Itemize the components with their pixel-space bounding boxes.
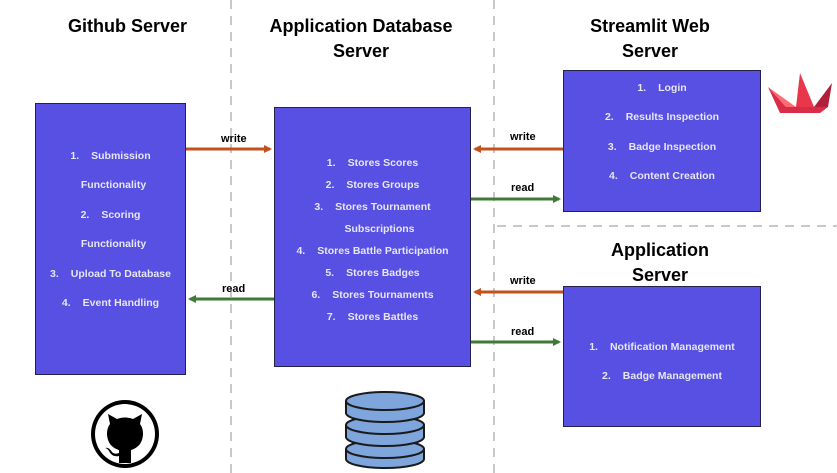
item-text: Event Handling — [82, 297, 160, 309]
label-streamlit-to-db: write — [510, 131, 536, 143]
label-db-to-app: read — [511, 326, 535, 338]
item-continuation: Subscriptions — [344, 223, 415, 235]
github-octocat-icon — [91, 400, 159, 468]
label-github-to-db: write — [221, 133, 247, 145]
item-number: 4. — [61, 297, 71, 309]
github-server-title: Github Server — [67, 16, 188, 36]
streamlit-crown-icon — [768, 73, 832, 113]
item-text: Stores Battles — [347, 311, 419, 323]
item-text: Stores Groups — [346, 179, 420, 191]
github-server-box: 1. Submission Functionality 2. Scoring Fun… — [35, 103, 186, 375]
item-number: 7. — [326, 311, 336, 323]
item-text: Login — [658, 82, 687, 94]
item-text: Scoring — [101, 209, 141, 221]
item-number: 3. — [50, 268, 59, 280]
item-text: Stores Scores — [347, 157, 419, 169]
item-text: Results Inspection — [625, 111, 720, 123]
database-server-title: Application Database Server — [269, 16, 453, 61]
item-number: 2. — [325, 179, 335, 191]
item-text: Submission — [91, 150, 151, 162]
label-app-to-db: write — [510, 275, 536, 287]
application-server-title: Application Server — [611, 240, 709, 285]
item-number: 3. — [314, 201, 324, 213]
item-continuation: Functionality — [80, 179, 147, 191]
item-text: Upload To Database — [70, 268, 171, 280]
item-number: 2. — [604, 111, 614, 123]
item-number: 2. — [602, 370, 611, 382]
item-number: 2. — [80, 209, 90, 221]
database-server-box: 1. Stores Scores 2. Stores Groups 3. Stores… — [274, 107, 471, 367]
item-text: Stores Tournaments — [332, 289, 434, 301]
item-number: 3. — [607, 141, 617, 153]
application-server-box: 1. Notification Management 2. Badge Manage… — [563, 286, 761, 427]
database-cylinder-icon — [345, 391, 425, 469]
item-text: Stores Badges — [346, 267, 420, 279]
item-text: Badge Management — [622, 370, 722, 382]
item-text: Badge Inspection — [628, 141, 717, 153]
streamlit-server-box: 1. Login 2. Results Inspection 3. Badge Ins… — [563, 70, 761, 212]
label-db-to-streamlit: read — [511, 182, 535, 194]
item-text: Notification Management — [609, 341, 735, 353]
item-number: 1. — [637, 82, 647, 94]
streamlit-server-title: Streamlit Web Server — [590, 16, 710, 61]
item-number: 4. — [296, 245, 306, 257]
label-db-to-github: read — [222, 283, 246, 295]
item-number: 5. — [325, 267, 335, 279]
item-continuation: Functionality — [80, 238, 147, 250]
item-text: Content Creation — [629, 170, 715, 182]
item-text: Stores Tournament — [335, 201, 431, 213]
item-number: 1. — [326, 157, 336, 169]
item-number: 6. — [311, 289, 321, 301]
item-number: 1. — [70, 150, 80, 162]
item-text: Stores Battle Participation — [317, 245, 449, 257]
item-number: 4. — [609, 170, 618, 182]
item-number: 1. — [589, 341, 598, 353]
